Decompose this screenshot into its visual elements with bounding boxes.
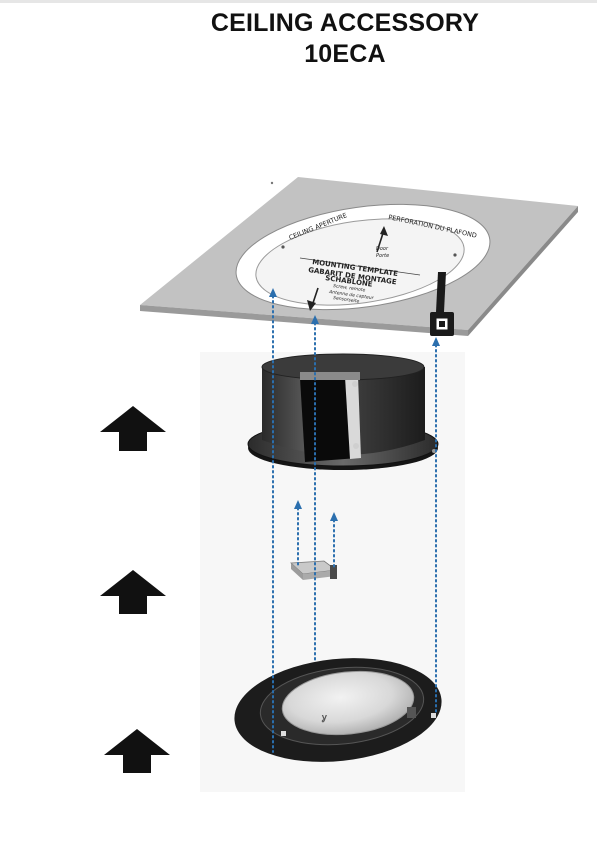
mounting-bracket	[290, 560, 338, 580]
bezel-tab-right	[431, 713, 436, 718]
up-arrow-icon	[100, 570, 166, 614]
bracket-screw	[330, 565, 337, 579]
ceiling-panel: CEILING APERTURE PERFORATION DU PLAFOND …	[140, 177, 578, 336]
screw-hole-mark-left	[281, 245, 285, 249]
template-sub-3: Sensorseite	[333, 295, 360, 305]
bezel-center-plate	[281, 670, 415, 736]
bezel-ring: ỿ	[234, 658, 442, 762]
bezel-logo-mark: ỿ	[321, 713, 327, 723]
up-arrows	[100, 406, 170, 773]
template-divider	[299, 257, 421, 276]
template-door-fr: Porte	[376, 253, 389, 259]
housing-door-panel	[345, 376, 361, 459]
template-inner-disc	[255, 218, 465, 306]
guide-arrowhead-right	[432, 337, 440, 346]
housing-latch-top	[352, 381, 358, 387]
template-arrow-down-icon	[307, 300, 316, 311]
template-arrow-up-icon	[380, 226, 388, 236]
speaker-housing	[247, 353, 439, 470]
bezel-tab-left	[281, 731, 286, 736]
housing-latch-bottom	[353, 443, 359, 449]
top-divider	[0, 0, 597, 3]
panel-mark	[270, 181, 274, 185]
template-sub-1: Screw, remote	[333, 283, 366, 293]
guide-arrowhead-bracket-left	[294, 500, 302, 509]
page-title: CEILING ACCESSORY 10ECA	[200, 8, 490, 70]
guide-arrowhead-bracket-right	[330, 512, 338, 521]
title-line-1: CEILING ACCESSORY	[210, 9, 480, 37]
guide-arrowhead-left	[269, 288, 277, 297]
title-line-2: 10ECA	[304, 40, 386, 68]
housing-door-hinge	[300, 372, 360, 380]
bezel-clip	[407, 707, 416, 718]
guide-lines	[272, 295, 437, 753]
tether-tab	[430, 272, 454, 336]
up-arrow-icon	[100, 406, 166, 451]
guide-arrowheads	[269, 288, 440, 521]
template-door-en: Door	[376, 246, 389, 252]
guide-arrowhead-center	[311, 315, 319, 324]
screw-hole-mark-right	[453, 253, 457, 257]
up-arrow-icon	[104, 729, 170, 773]
